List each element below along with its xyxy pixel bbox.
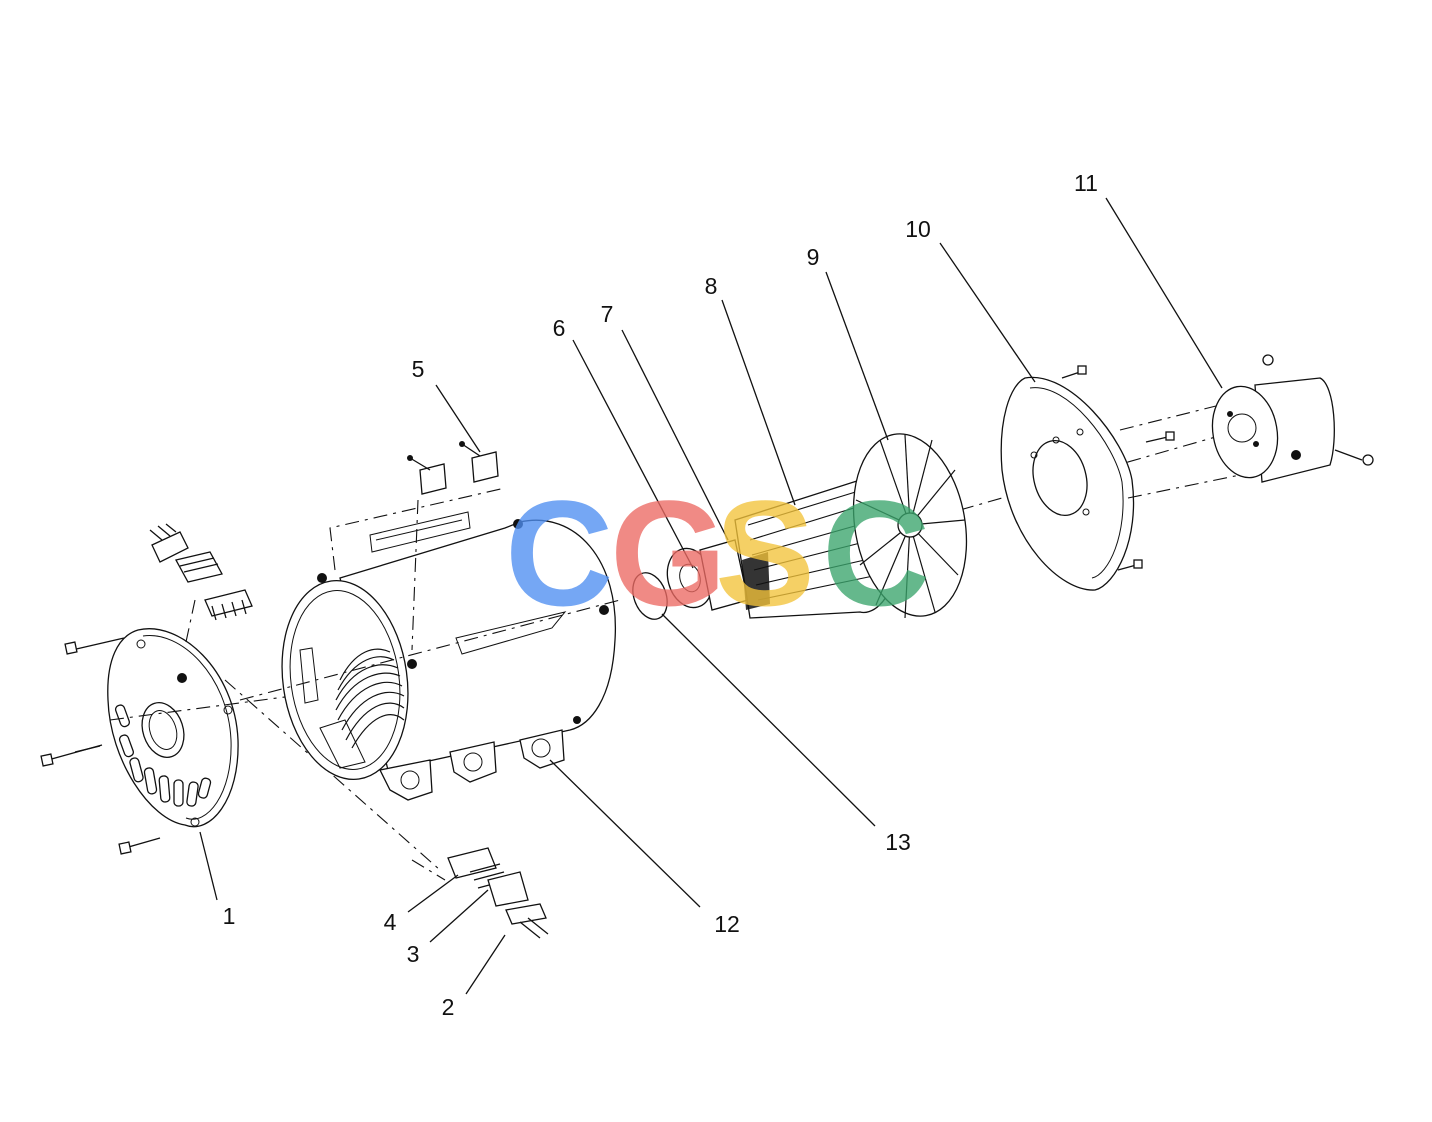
end-bracket-part-1 (40, 628, 239, 855)
end-shield-part-10 (1000, 365, 1241, 591)
part-label-8: 8 (705, 273, 718, 299)
watermark-letter: G (610, 469, 727, 637)
part-label-11: 11 (1074, 170, 1098, 196)
watermark-letter: C (505, 469, 613, 637)
pump-part-11 (1211, 354, 1374, 483)
brush-assembly-parts-2-3-4 (447, 847, 549, 939)
watermark-letter: C (822, 469, 930, 637)
motor-housing (281, 511, 616, 801)
o-ring-part-13 (632, 572, 668, 620)
part-label-1: 1 (223, 903, 236, 929)
brush-holder-upper (149, 523, 253, 621)
part-label-4: 4 (384, 909, 397, 935)
terminal-box-part-5 (329, 441, 506, 651)
watermark-letter: S (715, 469, 815, 637)
part-label-9: 9 (807, 244, 820, 270)
part-label-10: 10 (905, 216, 931, 242)
part-label-6: 6 (553, 315, 566, 341)
fan-part-9 (852, 433, 968, 619)
part-label-7: 7 (601, 301, 614, 327)
part-label-5: 5 (412, 356, 425, 382)
part-label-13: 13 (885, 829, 911, 855)
leader-lines (199, 197, 1223, 995)
part-label-2: 2 (442, 994, 455, 1020)
part-label-3: 3 (407, 941, 420, 967)
part-label-12: 12 (714, 911, 740, 937)
